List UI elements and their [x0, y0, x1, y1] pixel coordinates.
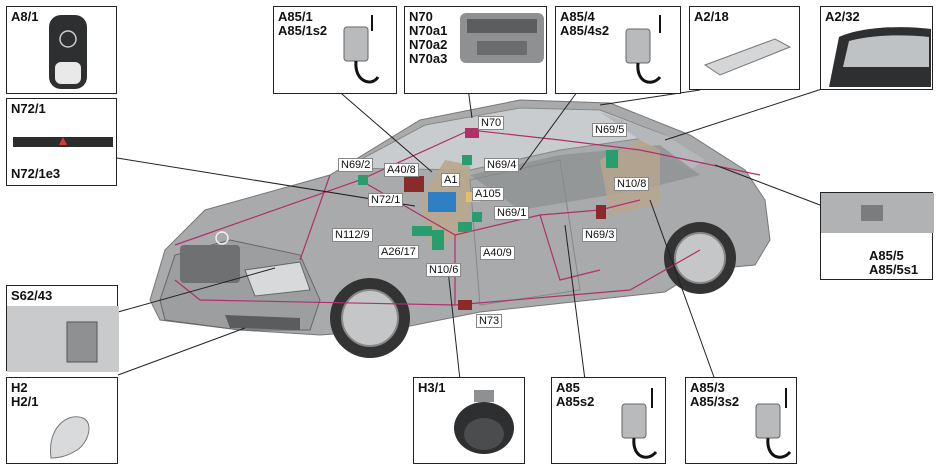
door-outline [469, 159, 581, 306]
module-a26-17 [432, 230, 444, 250]
callout-n72-1: N72/1 N72/1e3 [6, 98, 117, 186]
tag-n69-1: N69/1 [494, 206, 530, 220]
tag-n70: N70 [478, 116, 505, 130]
tag-a40-8: A40/8 [384, 163, 419, 177]
callout-a85-label: A85 A85s2 [556, 380, 595, 409]
door-lock-icon [625, 15, 662, 84]
module-n73 [458, 300, 472, 310]
headlight [244, 261, 311, 297]
callout-a85-3: A85/3 A85/3s2 [685, 377, 797, 464]
callout-a85-5-label: A85/5 A85/5s1 [869, 248, 919, 277]
tag-n73: N73 [476, 314, 503, 328]
module-a40-9 [458, 222, 472, 232]
alarm-siren-icon [454, 390, 514, 454]
tag-a26-17: A26/17 [378, 245, 419, 259]
callout-a85-1-label: A85/1 A85/1s2 [278, 9, 328, 38]
callout-n70: N70 N70a1 N70a2 N70a3 [404, 6, 547, 94]
door-lock-icon [755, 388, 792, 459]
tag-n69-5: N69/5 [592, 123, 628, 137]
module-n70 [465, 128, 479, 138]
module-n69-2 [358, 175, 368, 185]
module-a1 [428, 192, 456, 212]
tag-n112-9: N112/9 [332, 228, 373, 242]
callout-a85: A85 A85s2 [551, 377, 666, 464]
callout-a85-3-label: A85/3 A85/3s2 [690, 380, 740, 409]
callout-n70-label: N70 N70a1 N70a2 N70a3 [409, 9, 448, 66]
callout-s62-43: S62/43 [6, 285, 119, 372]
callout-a85-4: A85/4 A85/4s2 [555, 6, 681, 94]
horn-icon [50, 416, 90, 459]
front-rim [341, 289, 399, 347]
tag-n10-6: N10/6 [426, 263, 462, 277]
door-lock-icon [343, 15, 380, 84]
antenna-module-icon [703, 38, 792, 76]
door-lock-icon [621, 388, 658, 459]
callout-a2-18-label: A2/18 [694, 9, 729, 24]
rear-rim [674, 232, 726, 284]
module-n69-4 [462, 155, 472, 165]
callout-s62-43-label: S62/43 [11, 288, 53, 303]
callout-a85-5: A85/5 A85/5s1 [820, 192, 934, 280]
wiring-harness [174, 129, 761, 306]
tag-n69-3: N69/3 [582, 228, 618, 242]
callout-n72-1e3-label: N72/1e3 [11, 166, 61, 181]
tag-n10-8: N10/8 [614, 177, 650, 191]
callout-h3-1-label: H3/1 [418, 380, 446, 395]
callout-n72-1-label: N72/1 [11, 101, 46, 116]
tag-n69-2: N69/2 [338, 158, 374, 172]
module-n69-1 [472, 212, 482, 222]
callout-h3-1: H3/1 [413, 377, 525, 464]
trunk-lock-icon [821, 193, 934, 233]
callout-h2: H2 H2/1 [6, 377, 118, 464]
tag-a1: A1 [441, 173, 461, 187]
callout-a8-1-label: A8/1 [11, 9, 39, 24]
callout-a85-4-label: A85/4 A85/4s2 [560, 9, 610, 38]
callout-a2-32-label: A2/32 [825, 9, 860, 24]
hood-switch-icon [7, 306, 119, 372]
grille [180, 245, 240, 283]
tag-n69-4: N69/4 [484, 158, 520, 172]
module-n69-5 [606, 150, 618, 168]
bumper-intake [225, 315, 300, 330]
module-a40-8 [404, 176, 424, 192]
overhead-control-panel-icon [460, 13, 544, 63]
tag-a40-9: A40/9 [480, 246, 515, 260]
tag-a105: A105 [472, 187, 504, 201]
callout-a85-1: A85/1 A85/1s2 [273, 6, 397, 94]
callout-h2-label: H2 H2/1 [11, 380, 39, 409]
module-n112-9 [412, 226, 432, 236]
callout-a2-18: A2/18 [689, 6, 800, 90]
hazard-switch-panel-icon [13, 137, 113, 147]
rear-window-antenna-icon [829, 27, 931, 87]
key-fob-icon [49, 15, 87, 89]
callout-a8-1: A8/1 [6, 6, 117, 94]
callout-a2-32: A2/32 [820, 6, 933, 90]
module-n69-3 [596, 205, 606, 219]
tag-n72-1: N72/1 [368, 193, 404, 207]
front-star-logo [215, 231, 229, 245]
